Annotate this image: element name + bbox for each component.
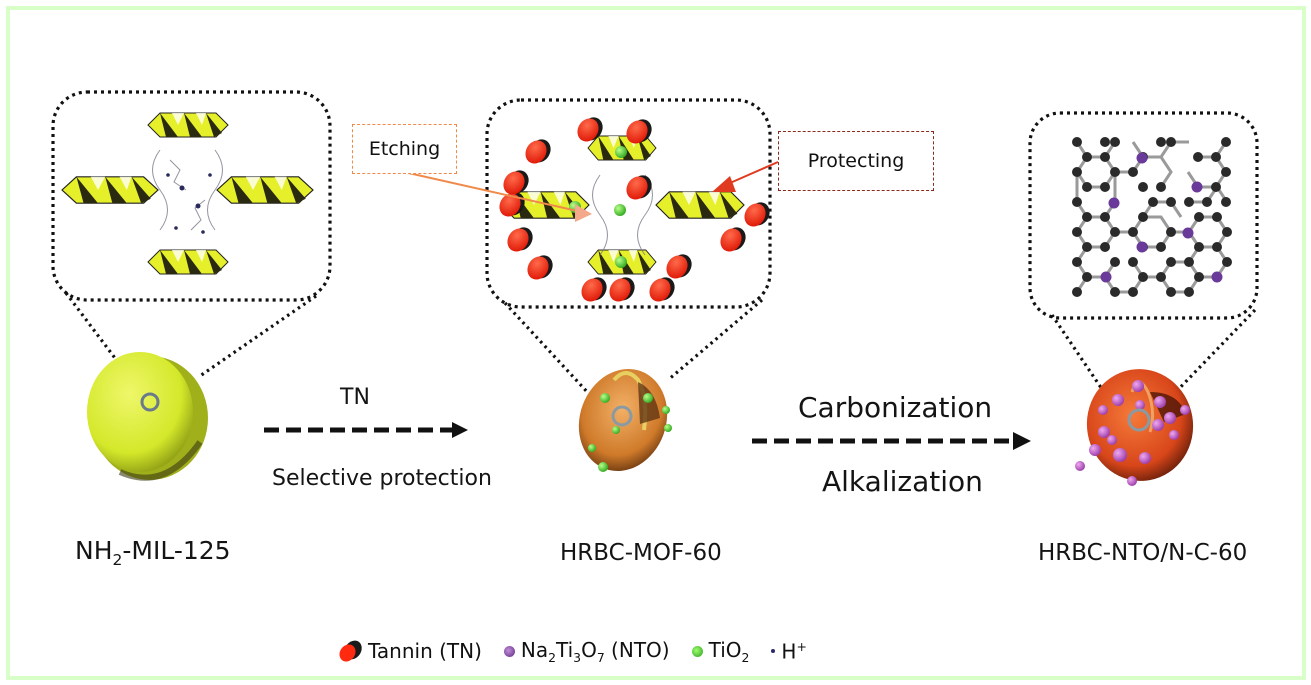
stage-1-zoom-connector xyxy=(64,292,317,403)
step-2-process-label-bottom: Alkalization xyxy=(822,465,983,498)
protecting-callout-text: Protecting xyxy=(807,150,905,172)
callout-pointer-lines xyxy=(403,161,779,222)
step-2-arrow-icon xyxy=(752,432,1031,450)
stage-1-label: NH2-MIL-125 xyxy=(75,536,231,569)
protecting-arrowhead-icon xyxy=(712,176,736,192)
legend-item-proton: H+ xyxy=(771,639,807,663)
tio2-swatch-icon xyxy=(691,645,703,657)
etching-arrowhead-icon xyxy=(575,204,592,222)
stage-3-label: HRBC-NTO/N-C-60 xyxy=(1038,540,1248,566)
step-1-arrow-icon xyxy=(264,422,468,438)
mof-particle-icon xyxy=(87,352,208,481)
legend-item-nto: Na2Ti3O7 (NTO) xyxy=(503,638,670,665)
stage-2-label: HRBC-MOF-60 xyxy=(560,540,722,566)
legend-item-tannin: Tannin (TN) xyxy=(340,639,482,663)
step-1-process-label: Selective protection xyxy=(272,466,492,491)
hollow-particle-icon xyxy=(578,368,672,472)
step-1-reagent-label: TN xyxy=(340,385,370,410)
legend-item-tio2: TiO2 xyxy=(691,638,749,665)
tannin-swatch-icon xyxy=(340,640,362,662)
zoom-origin-circle-icon xyxy=(611,405,633,427)
step-2-process-label-top: Carbonization xyxy=(798,391,993,424)
protecting-callout: Protecting xyxy=(778,131,934,191)
protected-mof-structure-icon xyxy=(495,113,774,306)
zoom-origin-circle-icon xyxy=(140,392,160,412)
figure-frame xyxy=(6,6,1306,680)
mof-structure-icon xyxy=(61,112,314,275)
nitrogen-dopant-atoms xyxy=(1100,152,1223,283)
stage-1-zoom-box xyxy=(51,90,332,302)
n-doped-carbon-lattice-icon xyxy=(1072,137,1232,297)
etching-callout-text: Etching xyxy=(368,138,441,160)
legend: Tannin (TN) Na2Ti3O7 (NTO) TiO2 H+ xyxy=(340,636,807,666)
etching-callout: Etching xyxy=(352,124,457,174)
nto-carbon-particle-icon xyxy=(1075,369,1194,486)
stage-2-zoom-box xyxy=(485,98,774,309)
zoom-origin-circle-icon xyxy=(1127,408,1151,432)
nto-swatch-icon xyxy=(503,645,515,657)
stage-3-zoom-box xyxy=(1028,111,1259,320)
stage-2-zoom-connector xyxy=(503,298,764,397)
stage-3-zoom-connector xyxy=(1050,308,1257,400)
proton-swatch-icon xyxy=(771,649,776,653)
